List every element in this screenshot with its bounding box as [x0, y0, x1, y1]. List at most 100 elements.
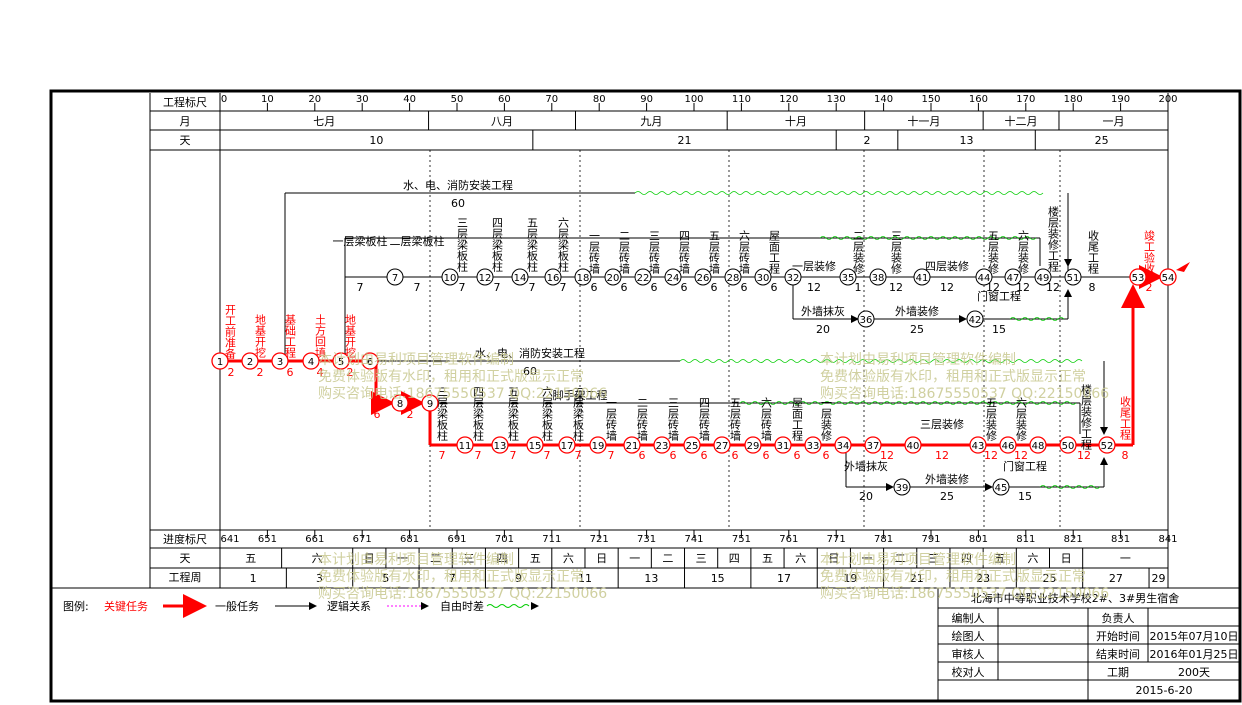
month-cell: 一月	[1102, 115, 1124, 128]
node-label-28: 28	[727, 273, 740, 284]
upper-plaster-label: 外墙抹灰	[801, 304, 845, 318]
dur-lo-11: 6	[794, 449, 801, 462]
label-lo-b6: 六层砖墙	[760, 397, 773, 442]
footer-band	[51, 529, 1240, 589]
week-cell: 5	[382, 572, 389, 585]
node-5	[332, 352, 350, 370]
dur-up-t2: 12	[889, 281, 903, 294]
node-33	[804, 436, 822, 454]
label-lo-d1: 一层装修	[820, 397, 833, 442]
node-37	[864, 436, 882, 454]
label-lo-4f: 四层梁板柱	[472, 386, 485, 442]
dur-init-2: 6	[287, 366, 294, 379]
dur-up-7: 6	[621, 281, 628, 294]
label-up-close: 收尾工程	[1087, 229, 1100, 275]
outer-frame	[49, 89, 1242, 703]
weekday-cell: 一	[629, 552, 640, 565]
week-cell: 17	[777, 572, 791, 585]
lower-mep-label: 水、电、消防安装工程	[475, 346, 585, 360]
weekday-cell: 五	[530, 552, 541, 565]
label-up-d2: 二层装修	[852, 230, 865, 275]
node-label-19: 19	[592, 441, 605, 452]
weekday-cell: 四	[729, 552, 740, 565]
week-cell: 19	[843, 572, 857, 585]
label-diji: 地基开挖	[254, 314, 267, 358]
node-label-34: 34	[837, 441, 850, 452]
progress-tick-label: 791	[921, 534, 940, 545]
scale-tick-label: 70	[545, 94, 558, 105]
scale-tick-label: 190	[1111, 94, 1130, 105]
node-label-33: 33	[807, 441, 820, 452]
label-up-b4: 四层砖墙	[678, 230, 691, 275]
upper-extfinish-label: 外墙装修	[895, 304, 939, 318]
node-label-3: 3	[277, 357, 283, 368]
node-16	[544, 268, 562, 286]
day-cell: 2	[864, 134, 871, 147]
progress-tick-label: 641	[220, 534, 239, 545]
label-tufang: 土方回填	[314, 314, 327, 359]
dur-up-t0: 12	[807, 281, 821, 294]
scale-tick-label: 120	[779, 94, 798, 105]
start-value: 2015年07月10日	[1150, 629, 1239, 643]
label-lo-5f: 五层梁板柱	[507, 386, 520, 442]
dur-up-t5: 12	[1016, 281, 1030, 294]
header-band	[150, 93, 1168, 588]
node-label-10: 10	[444, 273, 457, 284]
node-47	[1004, 268, 1022, 286]
lower-doors-dur: 15	[1018, 490, 1032, 503]
scale-tick-label: 100	[684, 94, 703, 105]
node-label-15: 15	[529, 441, 542, 452]
label-up-d1: 一层装修	[792, 259, 836, 273]
scale-tick-label: 90	[640, 94, 653, 105]
node-label-32: 32	[787, 273, 800, 284]
dur-lo-t4: 12	[1077, 449, 1091, 462]
scale-tick-label: 140	[874, 94, 893, 105]
label-lower-close: 收尾工程	[1119, 395, 1132, 441]
label-lo-d5: 五层装修	[985, 397, 998, 442]
weekday-cell: 四	[961, 552, 972, 565]
node-label-4: 4	[308, 357, 314, 368]
weekday-row-label: 天	[180, 552, 191, 565]
week-cell: 27	[1109, 572, 1123, 585]
label-up-4f: 四层梁板柱	[491, 217, 504, 273]
node-36	[857, 310, 875, 328]
dur-lo-5: 7	[608, 449, 615, 462]
dur-up-t7: 8	[1089, 281, 1096, 294]
month-cell: 九月	[640, 115, 662, 128]
node-label-50: 50	[1062, 441, 1075, 452]
plan-date: 2015-6-20	[1136, 684, 1193, 697]
progress-tick-label: 651	[258, 534, 277, 545]
reviewer-label: 审核人	[952, 647, 985, 661]
progress-tick-label: 801	[969, 534, 988, 545]
label-lo-b2: 二层砖墙	[636, 397, 649, 442]
scale-tick-label: 130	[827, 94, 846, 105]
progress-tick-label: 771	[827, 534, 846, 545]
scale-tick-label: 150	[921, 94, 940, 105]
dur-init-4: 2	[347, 366, 354, 379]
upper-extfinish-dur: 25	[910, 323, 924, 336]
dur-up-4: 7	[529, 281, 536, 294]
node-label-12: 12	[479, 273, 492, 284]
weekday-cell: 一	[862, 552, 873, 565]
finish-flag	[1176, 262, 1190, 272]
node-label-44: 44	[978, 273, 991, 284]
duration-label: 工期	[1107, 666, 1129, 679]
legend-logic-label: 逻辑关系	[327, 599, 371, 613]
node-22	[634, 268, 652, 286]
progress-tick-label: 811	[1016, 534, 1035, 545]
label-jichu: 基础工程	[284, 314, 297, 359]
project-name: 北海市中等职业技术学校2#、3#男生宿舍	[971, 591, 1179, 605]
node-label-37: 37	[867, 441, 880, 452]
dur-up-9: 6	[681, 281, 688, 294]
dur-lo-2: 7	[510, 449, 517, 462]
label-up-2f: 二层梁板柱	[390, 234, 445, 248]
month-cell: 七月	[313, 115, 335, 128]
scale-row-label: 工程标尺	[163, 95, 207, 109]
dur-lo-9: 6	[732, 449, 739, 462]
dur-init-0: 2	[228, 366, 235, 379]
progress-tick-label: 731	[637, 534, 656, 545]
dur-lo-t1: 12	[935, 449, 949, 462]
week-cell: 21	[910, 572, 924, 585]
week-cell: 9	[515, 572, 522, 585]
